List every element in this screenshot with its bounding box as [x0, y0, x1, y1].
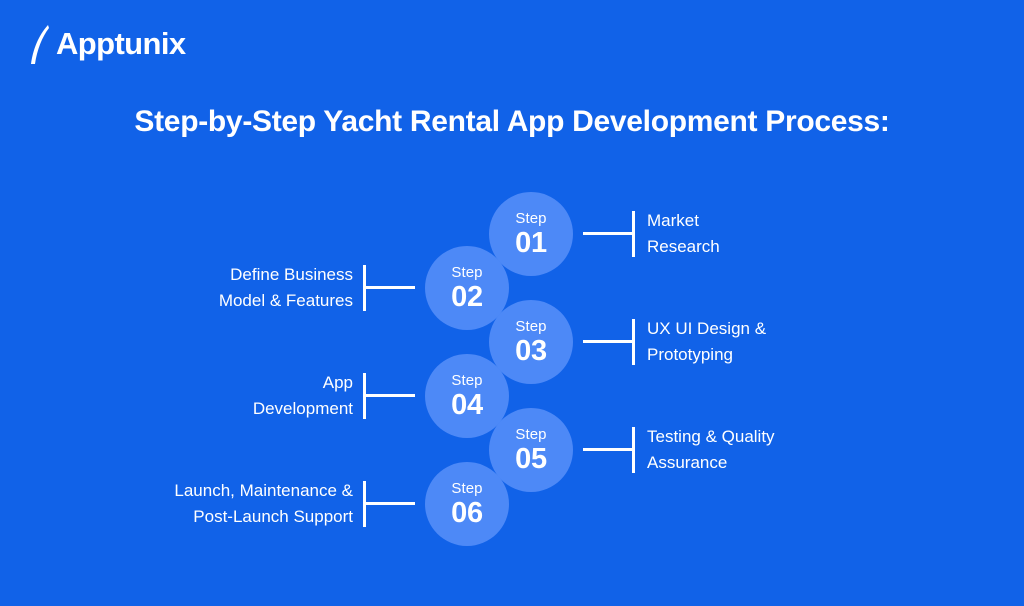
connector-step-06: [363, 481, 415, 527]
connector-step-03: [583, 319, 635, 365]
connector-step-01: [583, 211, 635, 257]
step-label-05: Testing & Quality Assurance: [647, 427, 775, 472]
brand-logo: Apptunix: [28, 22, 188, 70]
step-label-06: Launch, Maintenance & Post-Launch Suppor…: [174, 481, 353, 526]
connector-horizontal-bar: [363, 394, 415, 397]
connector-step-05: [583, 427, 635, 473]
step-word: Step: [515, 209, 547, 227]
step-label-01: Market Research: [647, 211, 720, 256]
step-label-03: UX UI Design & Prototyping: [647, 319, 767, 364]
connector-horizontal-bar: [363, 502, 415, 505]
step-number: 05: [515, 442, 547, 475]
step-label-02: Define Business Model & Features: [218, 265, 353, 310]
step-number: 06: [451, 496, 483, 529]
step-word: Step: [515, 425, 547, 443]
step-label-04: App Development: [252, 373, 353, 418]
connector-horizontal-bar: [583, 232, 635, 235]
step-number: 04: [451, 388, 483, 421]
step-number: 02: [451, 280, 483, 313]
connector-horizontal-bar: [363, 286, 415, 289]
connector-step-04: [363, 373, 415, 419]
step-word: Step: [451, 479, 483, 497]
connector-horizontal-bar: [583, 448, 635, 451]
step-number: 03: [515, 334, 547, 367]
step-word: Step: [451, 371, 483, 389]
page-title: Step-by-Step Yacht Rental App Developmen…: [134, 105, 890, 138]
brand-name: Apptunix: [56, 26, 186, 61]
step-word: Step: [451, 263, 483, 281]
connector-horizontal-bar: [583, 340, 635, 343]
apptunix-arc-logo-icon: [28, 22, 58, 73]
connector-step-02: [363, 265, 415, 311]
step-number: 01: [515, 226, 547, 259]
step-word: Step: [515, 317, 547, 335]
